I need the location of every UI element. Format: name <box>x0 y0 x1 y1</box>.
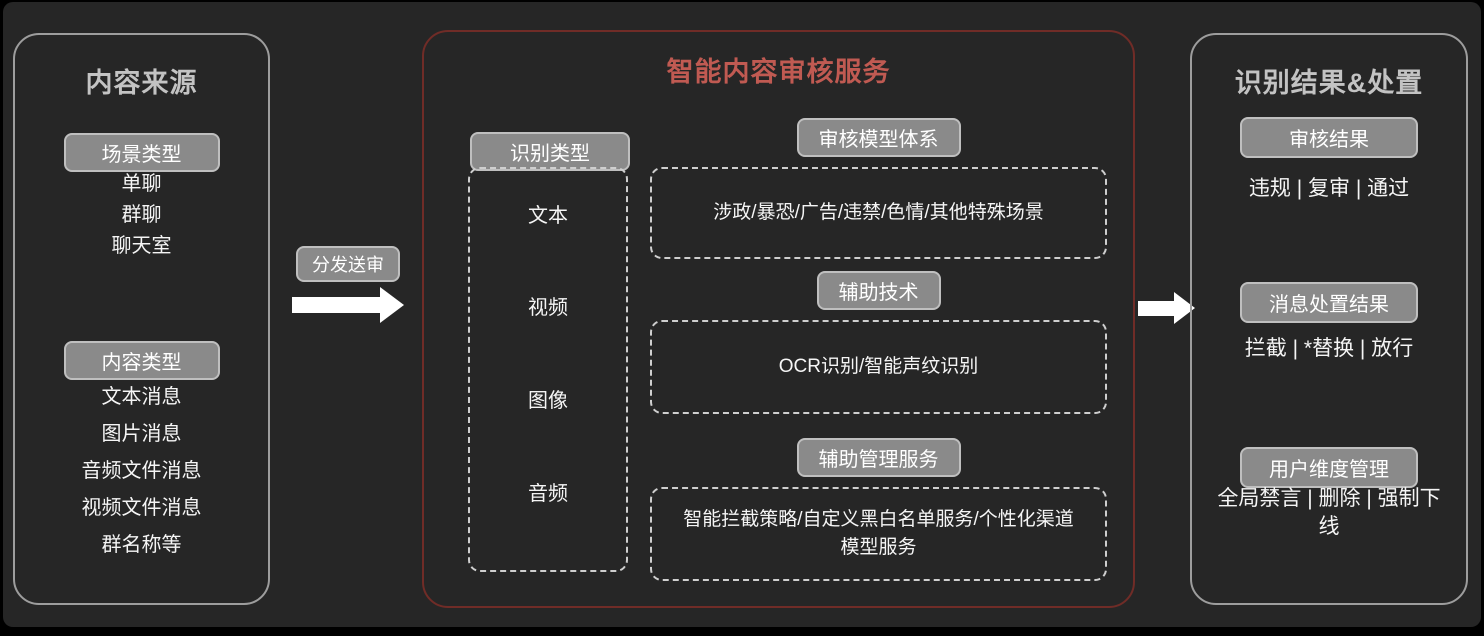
list-item: 单聊 <box>121 173 162 195</box>
aux-tech-content: OCR识别/智能声纹识别 <box>778 356 979 377</box>
aux-management-content: 智能拦截策略/自定义黑白名单服务/个性化渠道模型服务 <box>683 509 1074 558</box>
content-type-list: 文本消息 图片消息 音频文件消息 视频文件消息 群名称等 <box>15 379 268 564</box>
user-management-text: 全局禁言 | 删除 | 强制下线 <box>1217 487 1441 538</box>
content-source-title: 内容来源 <box>85 68 198 98</box>
message-disposal-text: 拦截 | *替换 | 放行 <box>1244 337 1414 360</box>
module-aux-tech: 辅助技术 OCR识别/智能声纹识别 <box>650 271 1107 414</box>
diagram-canvas: 内容来源 场景类型 单聊 群聊 聊天室 内容类型 文本消息 图片消息 音频文件消… <box>3 2 1481 627</box>
results-title: 识别结果&处置 <box>1234 68 1424 98</box>
list-item: 图片消息 <box>101 423 182 445</box>
media-type-image: 图像 <box>528 390 568 412</box>
arrow-shaft <box>292 297 380 313</box>
review-result-badge: 审核结果 <box>1240 117 1418 158</box>
list-item: 群聊 <box>121 204 162 226</box>
content-type-badge: 内容类型 <box>63 341 220 380</box>
list-item: 音频文件消息 <box>81 460 202 482</box>
review-models-box: 涉政/暴恐/广告/违禁/色情/其他特殊场景 <box>650 167 1107 259</box>
results-panel: 识别结果&处置 审核结果 违规 | 复审 | 通过 消息处置结果 拦截 | *替… <box>1190 33 1468 605</box>
aux-management-box: 智能拦截策略/自定义黑白名单服务/个性化渠道模型服务 <box>650 487 1107 581</box>
list-item: 聊天室 <box>111 235 172 257</box>
scene-type-list: 单聊 群聊 聊天室 <box>15 169 268 262</box>
media-type-audio: 音频 <box>528 483 568 505</box>
review-models-content: 涉政/暴恐/广告/违禁/色情/其他特殊场景 <box>713 202 1044 223</box>
moderation-service-panel: 智能内容审核服务 识别类型 文本 视频 图像 音频 审核模型体系 涉政/暴恐/广… <box>422 30 1135 608</box>
aux-tech-badge: 辅助技术 <box>816 271 941 310</box>
arrow-head <box>1174 292 1195 324</box>
aux-tech-box: OCR识别/智能声纹识别 <box>650 320 1107 414</box>
recognition-type-badge: 识别类型 <box>470 132 630 171</box>
media-type-text: 文本 <box>528 205 568 227</box>
recognition-type-box: 文本 视频 图像 音频 <box>468 167 628 572</box>
dispatch-label-badge: 分发送审 <box>296 246 400 282</box>
list-item: 视频文件消息 <box>81 497 202 519</box>
user-management-badge: 用户维度管理 <box>1240 447 1418 488</box>
message-disposal-badge: 消息处置结果 <box>1240 282 1418 323</box>
arrow-right-icon <box>1138 292 1195 324</box>
arrow-right-icon <box>292 287 404 323</box>
scene-type-badge: 场景类型 <box>63 133 220 172</box>
dispatch-flow: 分发送审 <box>290 246 406 323</box>
review-result-text: 违规 | 复审 | 通过 <box>1248 177 1410 200</box>
review-models-badge: 审核模型体系 <box>796 118 961 157</box>
arrow-head <box>380 287 404 323</box>
moderation-service-title: 智能内容审核服务 <box>666 57 891 87</box>
aux-management-badge: 辅助管理服务 <box>796 438 961 477</box>
list-item: 文本消息 <box>101 386 182 408</box>
module-review-models: 审核模型体系 涉政/暴恐/广告/违禁/色情/其他特殊场景 <box>650 118 1107 259</box>
content-source-panel: 内容来源 场景类型 单聊 群聊 聊天室 内容类型 文本消息 图片消息 音频文件消… <box>13 33 270 605</box>
list-item: 群名称等 <box>101 534 182 556</box>
module-aux-management: 辅助管理服务 智能拦截策略/自定义黑白名单服务/个性化渠道模型服务 <box>650 438 1107 581</box>
arrow-shaft <box>1138 300 1174 316</box>
media-type-video: 视频 <box>528 297 568 319</box>
